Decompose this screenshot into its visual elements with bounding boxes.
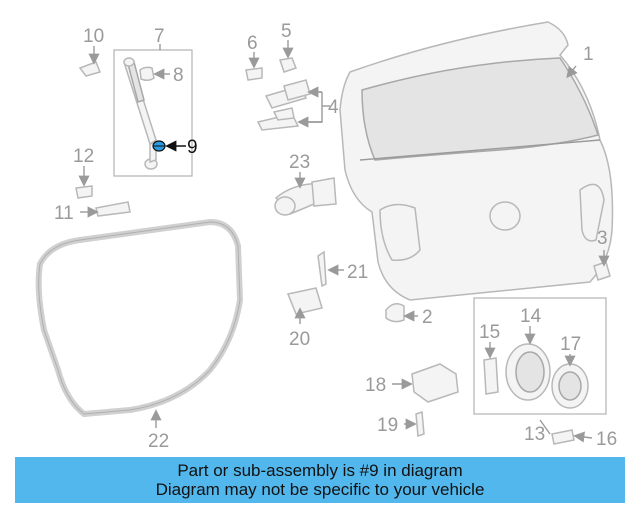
callout-11: 11 <box>54 203 74 224</box>
banner-disclaimer-line: Diagram may not be specific to your vehi… <box>155 480 485 499</box>
part-18-shape <box>411 363 459 403</box>
callout-17: 17 <box>560 334 581 355</box>
callout-8: 8 <box>173 65 184 86</box>
part-23-shape <box>274 177 337 216</box>
callout-7: 7 <box>154 26 165 47</box>
callout-13: 13 <box>524 424 545 445</box>
callout-labels: 1 2 3 4 5 6 7 8 9 10 11 12 13 14 15 16 1… <box>54 21 617 452</box>
leader-lines <box>78 40 610 443</box>
callout-9-highlighted: 9 <box>187 137 198 158</box>
info-banner: Part or sub-assembly is #9 in diagram Di… <box>15 457 625 503</box>
part-16-shape <box>551 429 575 445</box>
part-20-shape <box>286 287 323 315</box>
part-3-shape <box>593 261 611 281</box>
callout-14: 14 <box>520 306 542 327</box>
part-19-shape <box>415 410 425 438</box>
part-10-shape <box>78 61 102 77</box>
part-9-highlighted-shape <box>152 140 166 152</box>
callout-4: 4 <box>328 97 339 118</box>
part-11-shape <box>95 201 131 217</box>
part-4-hinges <box>256 79 311 131</box>
part-5-shape <box>279 57 297 73</box>
callout-2: 2 <box>422 307 433 328</box>
callout-22: 22 <box>148 431 169 452</box>
callout-12: 12 <box>73 146 94 167</box>
part-21-shape <box>317 250 327 288</box>
callout-19: 19 <box>377 415 398 436</box>
callout-21: 21 <box>347 262 368 283</box>
part-6-shape <box>245 67 263 81</box>
part-13-box <box>473 297 607 415</box>
tailgate-part <box>339 21 614 301</box>
strut-box <box>113 49 193 177</box>
callout-3: 3 <box>597 228 608 249</box>
callout-5: 5 <box>281 21 292 42</box>
callout-23: 23 <box>289 152 310 173</box>
part-8-shape <box>139 66 155 82</box>
callout-20: 20 <box>289 329 310 350</box>
callout-16: 16 <box>596 429 617 450</box>
callout-1: 1 <box>583 44 594 65</box>
callout-18: 18 <box>365 375 386 396</box>
part-12-shape <box>75 185 93 199</box>
part-22-seal <box>35 218 244 418</box>
callout-6: 6 <box>247 33 258 54</box>
part-2-shape <box>385 303 405 323</box>
banner-part-line: Part or sub-assembly is #9 in diagram <box>177 461 463 480</box>
callout-10: 10 <box>83 26 104 47</box>
callout-15: 15 <box>479 322 500 343</box>
parts-diagram: 1 2 3 4 5 6 7 8 9 10 11 12 13 14 15 16 1… <box>35 21 617 452</box>
